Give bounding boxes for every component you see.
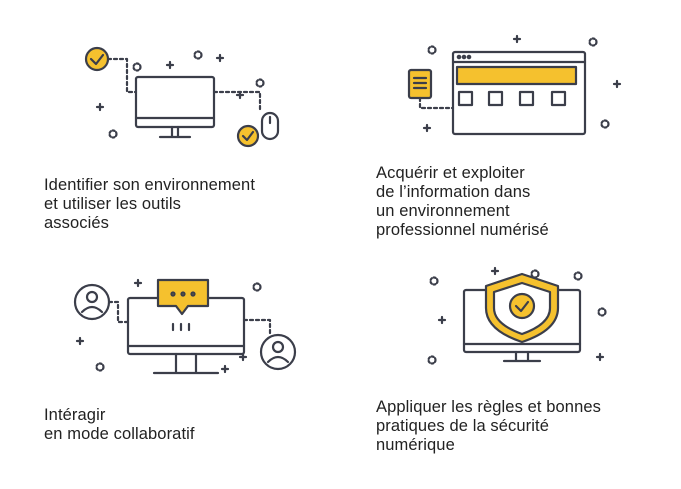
computer-with-mouse-icon (70, 35, 300, 150)
caption-acquire-information: Acquérir et exploiter de l’information d… (376, 164, 549, 240)
caption-line: un environnement (376, 202, 510, 220)
caption-line: en mode collaboratif (44, 425, 195, 443)
browser-window-icon (395, 30, 630, 145)
security-shield-monitor-icon (420, 262, 620, 374)
caption-identify-environment: Identifier son environnement et utiliser… (44, 176, 255, 233)
caption-line: numérique (376, 436, 455, 454)
caption-line: Identifier son environnement (44, 176, 256, 194)
caption-line: pratiques de la sécurité (376, 417, 549, 435)
caption-line: Intéragir (44, 406, 106, 424)
caption-collaborate: Intéragir en mode collaboratif (44, 406, 195, 444)
caption-digital-security: Appliquer les règles et bonnes pratiques… (376, 398, 601, 455)
caption-line: Acquérir et exploiter (376, 164, 525, 182)
caption-line: Appliquer les règles et bonnes (376, 398, 601, 416)
caption-line: professionnel numérisé (376, 221, 549, 239)
caption-line: de l’information dans (376, 183, 531, 201)
collaboration-monitor-icon (60, 268, 305, 383)
caption-line: et utiliser les outils (44, 195, 182, 213)
caption-line: associés (44, 214, 109, 232)
